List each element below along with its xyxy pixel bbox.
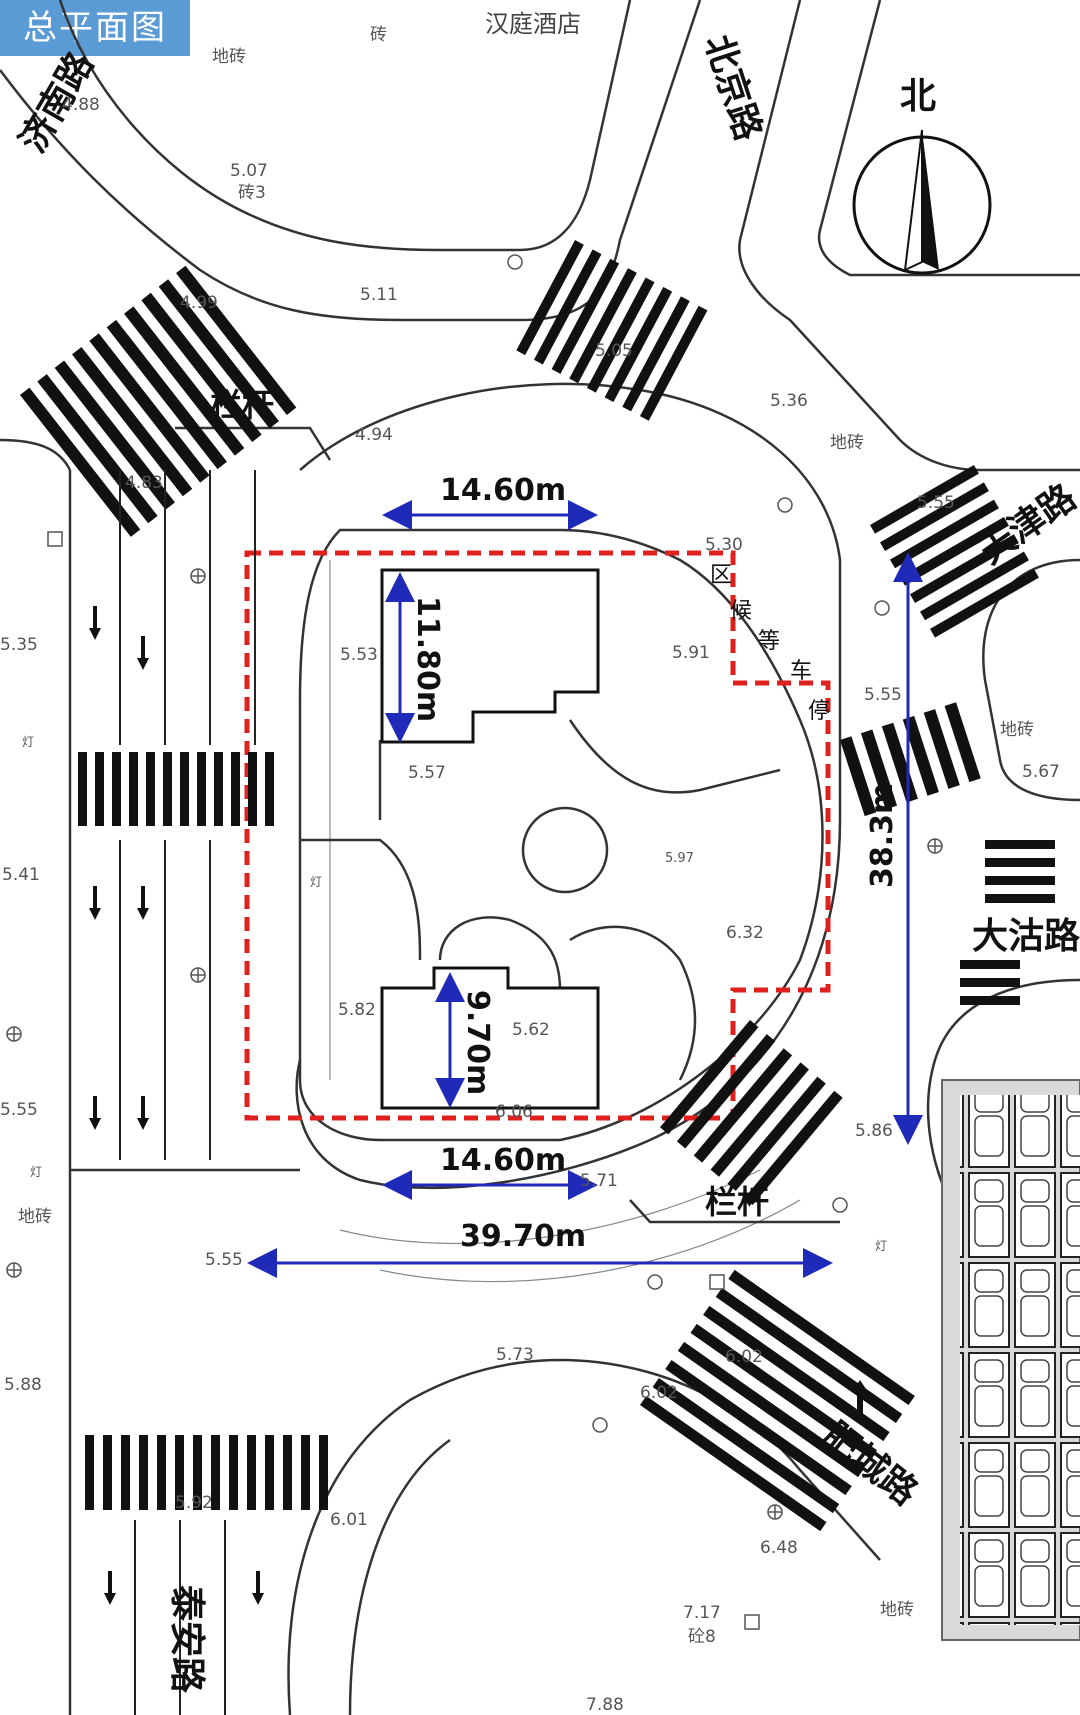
site-boundary [244, 550, 831, 1121]
svg-text:6.02: 6.02 [725, 1347, 763, 1367]
svg-text:5.30: 5.30 [705, 535, 743, 555]
svg-text:6.06: 6.06 [495, 1102, 533, 1122]
waiting-zone: 区 候 等 车 停 [710, 563, 830, 724]
page-title: 总平面图 [0, 0, 190, 56]
svg-text:5.55: 5.55 [917, 493, 955, 513]
dimension-lines [247, 500, 923, 1278]
svg-text:灯: 灯 [875, 1239, 887, 1253]
svg-text:6.48: 6.48 [760, 1538, 798, 1558]
svg-text:区: 区 [710, 563, 732, 588]
svg-text:砼8: 砼8 [688, 1627, 716, 1647]
svg-text:6.01: 6.01 [330, 1510, 368, 1530]
svg-text:候: 候 [730, 599, 752, 624]
svg-text:灯: 灯 [22, 735, 34, 749]
svg-text:砖3: 砖3 [238, 183, 266, 203]
dim-overall-width: 39.70m [460, 1219, 586, 1254]
svg-text:停: 停 [808, 699, 830, 724]
svg-text:灯: 灯 [310, 875, 322, 889]
direction-arrows [89, 606, 868, 1605]
road-label-taian: 泰安路 [166, 1585, 207, 1694]
svg-text:5.73: 5.73 [496, 1345, 534, 1365]
svg-text:5.86: 5.86 [855, 1121, 893, 1141]
svg-text:5.36: 5.36 [770, 391, 808, 411]
svg-text:5.55: 5.55 [864, 685, 902, 705]
road-label-beijing: 北京路 [696, 30, 770, 147]
svg-text:地砖: 地砖 [1000, 720, 1034, 740]
dim-bottom-height: 9.70m [460, 990, 495, 1095]
svg-text:等: 等 [758, 629, 780, 654]
site-symbols [6, 254, 943, 1630]
svg-text:地砖: 地砖 [830, 433, 864, 453]
svg-text:5.97: 5.97 [665, 851, 694, 866]
svg-text:5.82: 5.82 [338, 1000, 376, 1020]
svg-text:地砖: 地砖 [880, 1600, 914, 1620]
svg-text:4.83: 4.83 [125, 473, 163, 493]
ground-material-labels: 地砖 砖 砖3 地砖 地砖 地砖 地砖 砼8 灯 灯 灯 灯 [18, 25, 1034, 1647]
svg-text:4.88: 4.88 [62, 95, 100, 115]
svg-text:5.53: 5.53 [340, 645, 378, 665]
railing-label-top: 栏杆 [210, 386, 274, 424]
svg-text:6.32: 6.32 [726, 923, 764, 943]
plaza [298, 528, 824, 1142]
svg-text:4.99: 4.99 [180, 293, 218, 313]
svg-text:5.05: 5.05 [595, 341, 633, 361]
north-label: 北 [900, 76, 936, 117]
parking-lot [941, 1079, 1080, 1641]
hotel-label: 汉庭酒店 [485, 10, 581, 38]
svg-text:5.67: 5.67 [1022, 762, 1060, 782]
dim-bottom-width: 14.60m [440, 1143, 566, 1178]
svg-text:5.35: 5.35 [0, 635, 38, 655]
svg-text:4.94: 4.94 [355, 425, 393, 445]
lane-markings [119, 470, 256, 1715]
svg-text:5.55: 5.55 [0, 1100, 38, 1120]
svg-text:5.07: 5.07 [230, 161, 268, 181]
svg-text:砖: 砖 [370, 25, 387, 45]
svg-text:5.92: 5.92 [175, 1493, 213, 1513]
elevation-labels: 4.88 5.07 5.11 4.99 5.05 5.36 5.55 4.94 … [0, 95, 1060, 1715]
svg-text:5.71: 5.71 [580, 1171, 618, 1191]
dim-overall-height: 38.3m [865, 783, 900, 888]
road-label-dagu: 大沽路 [972, 916, 1080, 957]
svg-text:5.62: 5.62 [512, 1020, 550, 1040]
svg-text:5.55: 5.55 [205, 1250, 243, 1270]
svg-text:5.57: 5.57 [408, 763, 446, 783]
crosswalks [20, 239, 1055, 1532]
svg-text:5.91: 5.91 [672, 643, 710, 663]
svg-text:地砖: 地砖 [18, 1207, 52, 1227]
svg-text:7.17: 7.17 [683, 1603, 721, 1623]
svg-text:5.88: 5.88 [4, 1375, 42, 1395]
svg-text:地砖: 地砖 [212, 47, 246, 67]
svg-text:车: 车 [790, 659, 812, 684]
dim-top-height: 11.80m [410, 596, 445, 722]
svg-text:灯: 灯 [30, 1165, 42, 1179]
svg-text:7.88: 7.88 [586, 1695, 624, 1715]
svg-text:6.02: 6.02 [640, 1383, 678, 1403]
north-arrow [852, 129, 992, 275]
railing-label-bottom: 栏杆 [705, 1183, 769, 1221]
dim-top-width: 14.60m [440, 473, 566, 508]
svg-text:5.11: 5.11 [360, 285, 398, 305]
svg-text:5.41: 5.41 [2, 865, 40, 885]
